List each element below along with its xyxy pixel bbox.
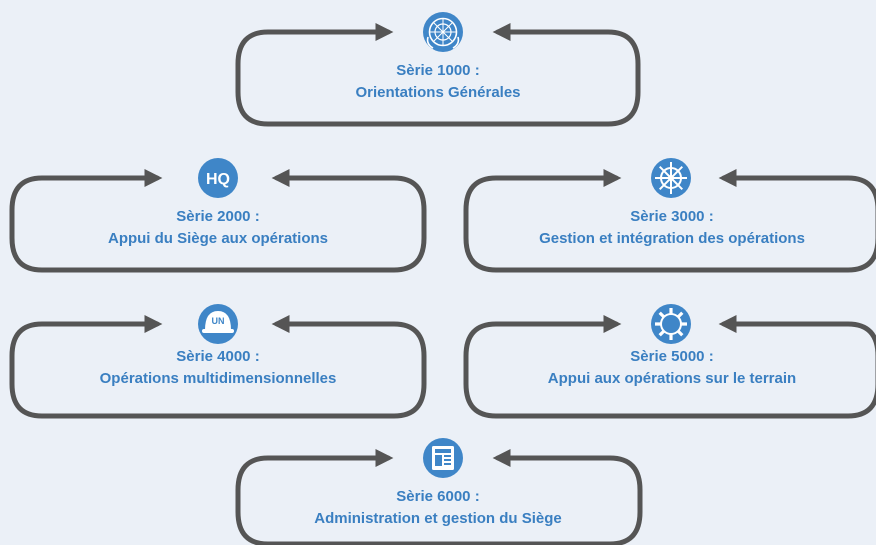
- series-box-3000: [463, 158, 876, 273]
- series-box-6000-frame: [235, 449, 643, 545]
- un-helmet-label: UN: [212, 316, 225, 326]
- hq-icon: HQ: [198, 158, 238, 198]
- series-box-6000: [235, 438, 643, 545]
- series-5000-title: Sèrie 5000 :: [630, 348, 714, 365]
- series-6000-subtitle: Administration et gestion du Siège: [314, 510, 562, 527]
- series-box-2000: HQ: [9, 158, 427, 273]
- series-box-2000-frame: [9, 169, 427, 273]
- series-box-4000: UN: [9, 304, 427, 419]
- gear-icon: [651, 304, 691, 344]
- series-4000-title: Sèrie 4000 :: [176, 348, 260, 365]
- series-box-5000: [463, 304, 876, 419]
- series-4000-subtitle: Opérations multidimensionnelles: [99, 370, 337, 387]
- series-box-4000-frame: [9, 315, 427, 419]
- series-box-1000: [235, 12, 641, 127]
- un-emblem-icon: [423, 12, 463, 52]
- series-box-1000-frame: [235, 23, 641, 127]
- series-1000-title: Sèrie 1000 :: [396, 62, 480, 79]
- series-5000-subtitle: Appui aux opérations sur le terrain: [547, 370, 797, 387]
- series-2000-subtitle: Appui du Siège aux opérations: [107, 230, 329, 247]
- series-2000-title: Sèrie 2000 :: [176, 208, 260, 225]
- series-box-3000-frame: [463, 169, 876, 273]
- series-3000-title: Sèrie 3000 :: [630, 208, 714, 225]
- series-3000-subtitle: Gestion et intégration des opérations: [539, 230, 805, 247]
- document-icon: [423, 438, 463, 478]
- ship-wheel-icon: [651, 158, 691, 198]
- un-helmet-icon: UN: [198, 304, 238, 344]
- series-6000-title: Sèrie 6000 :: [396, 488, 480, 505]
- series-box-5000-frame: [463, 315, 876, 419]
- hq-icon-label: HQ: [206, 171, 230, 188]
- series-1000-subtitle: Orientations Générales: [355, 84, 521, 101]
